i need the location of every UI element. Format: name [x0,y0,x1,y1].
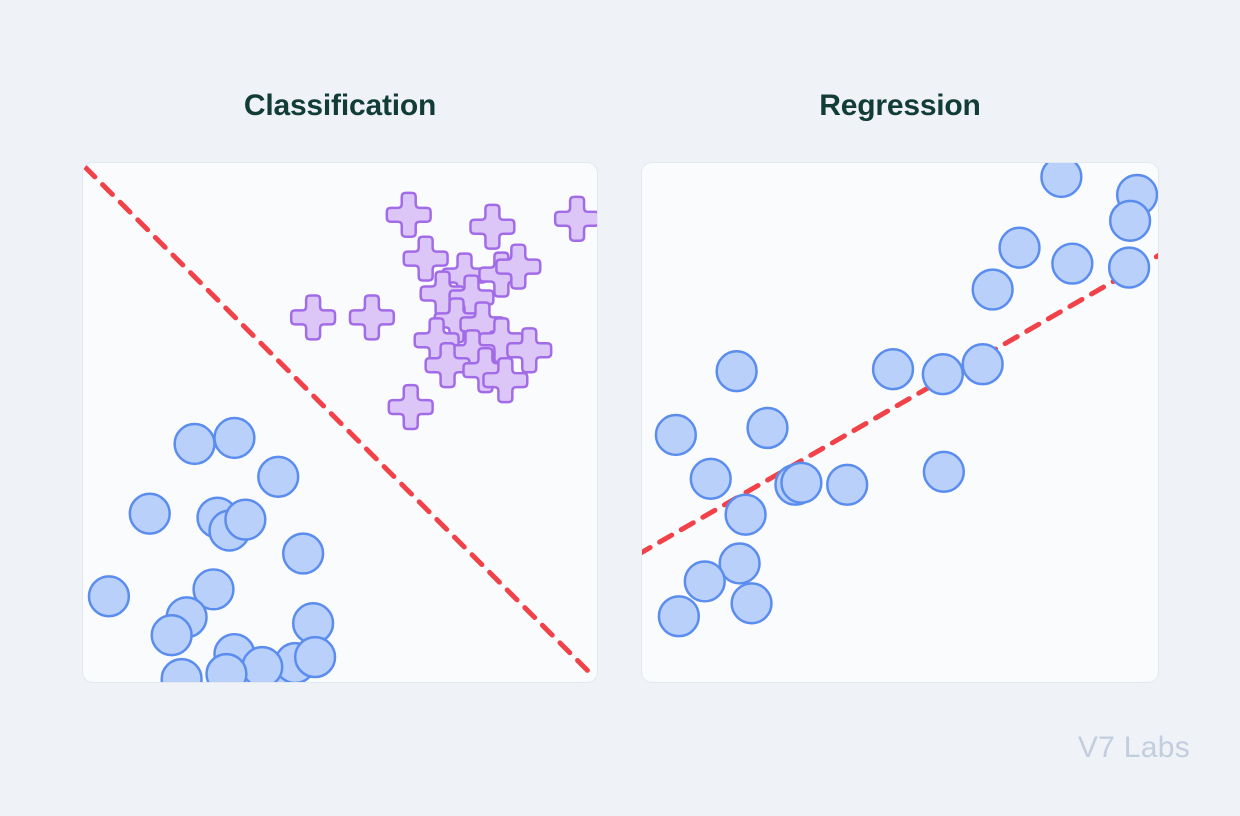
data-point-circle [871,348,915,391]
chart-panel-classification [82,162,598,683]
data-point-plus [553,195,597,242]
data-point-plus [462,347,509,394]
data-point-circle [718,542,761,585]
data-point-circle [213,416,256,460]
data-point-circle [998,226,1041,269]
data-point-plus [385,191,432,238]
data-point-circle [128,492,171,535]
data-point-circle [1107,246,1151,289]
data-point-circle [150,614,193,657]
data-point-circle [724,493,767,536]
data-point-plus [424,342,471,389]
data-point-circle [683,560,726,603]
data-point-circle [205,652,248,682]
data-point-circle [654,413,698,457]
data-point-circle [921,353,965,396]
regression-scatter-plot [642,163,1158,638]
data-point-circle [922,450,965,493]
data-point-plus [495,243,542,290]
classification-scatter-plot [83,164,597,682]
data-point-plus [387,383,434,431]
v7-labs-watermark: V7 Labs [1077,731,1190,764]
data-point-circle [689,457,732,500]
decision-boundary [83,164,597,681]
data-point-circle [961,343,1004,386]
data-point-circle [826,463,869,506]
data-point-circle [192,568,235,611]
regression-line [642,252,1158,556]
data-point-circle [241,645,284,682]
data-point-plus [402,235,449,282]
data-point-circle [173,422,216,466]
data-point-plus [506,327,553,374]
data-point-circle [160,657,203,682]
data-point-circle [1040,163,1083,199]
data-point-circle [715,350,758,393]
data-point-circle [780,461,823,504]
data-point-circle [1108,199,1152,242]
data-point-circle [971,268,1014,311]
page-title-regression: Regression [819,89,981,122]
page-title-classification: Classification [243,89,437,122]
data-point-circle [224,498,267,541]
data-point-plus [469,203,516,250]
data-point-plus [482,357,529,404]
data-point-plus [348,294,396,341]
data-point-circle [746,406,789,450]
chart-panel-regression [641,162,1159,683]
data-point-circle [293,635,337,679]
data-point-plus [289,294,337,341]
data-point-circle [1051,242,1094,285]
data-point-circle [87,575,131,618]
data-point-circle [657,595,701,638]
data-point-circle [281,532,325,575]
data-point-circle [257,455,300,498]
data-point-circle [730,582,773,625]
